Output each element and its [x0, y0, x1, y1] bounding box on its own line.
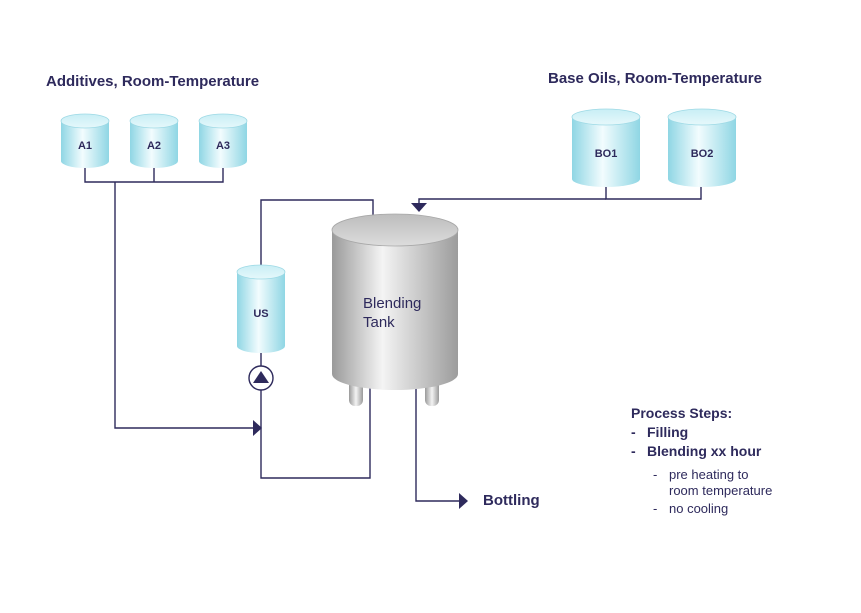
pump-icon: [248, 365, 274, 391]
pump-inlet-arrow: [253, 420, 262, 436]
tank-bo1-label: BO1: [595, 148, 618, 160]
process-step: -Blending xx hour: [631, 443, 762, 459]
bottling-pipe: [415, 388, 460, 502]
tank-bo2-label: BO2: [691, 148, 714, 160]
process-steps-panel: Process Steps: -Filling -Blending xx hou…: [631, 405, 831, 517]
tank-a2-label: A2: [147, 140, 161, 152]
process-substeps-list: -pre heating to room temperature -no coo…: [653, 467, 831, 517]
process-steps-title: Process Steps:: [631, 405, 733, 421]
base-oils-group-title: Base Oils, Room-Temperature: [548, 70, 762, 87]
process-substep: -no cooling: [653, 501, 831, 517]
bottling-arrow: [459, 493, 468, 509]
tank-bo2: BO2: [667, 108, 737, 187]
process-step-text: Filling: [647, 424, 689, 440]
tank-us: US: [236, 264, 286, 353]
process-steps-list: -Filling -Blending xx hour: [631, 423, 831, 461]
tank-us-label: US: [253, 308, 268, 320]
additives-feed-pipe: [114, 182, 254, 429]
tank-a2: A2: [129, 113, 179, 168]
tank-a1-label: A1: [78, 140, 92, 152]
process-substep-text: no cooling: [669, 501, 729, 516]
base-oil-feed-pipe: [418, 198, 606, 205]
process-substep-text: pre heating to room temperature: [669, 467, 773, 498]
additives-manifold-pipe: [84, 168, 224, 183]
additives-group-title: Additives, Room-Temperature: [46, 73, 260, 90]
tank-bo1: BO1: [571, 108, 641, 187]
pump-to-tank-loop: [260, 388, 371, 479]
tank-a3: A3: [198, 113, 248, 168]
blending-tank-label: Blending Tank: [363, 294, 453, 332]
tank-a3-label: A3: [216, 140, 230, 152]
blending-tank-label-line2: Tank: [363, 314, 395, 331]
process-substep: -pre heating to room temperature: [653, 467, 831, 499]
base-oil-manifold-pipe: [605, 186, 702, 200]
process-step-text: Blending xx hour: [647, 443, 762, 459]
piping: [84, 168, 702, 502]
base-oil-inlet-arrow: [411, 203, 427, 212]
tank-a1: A1: [60, 113, 110, 168]
bottling-label: Bottling: [483, 492, 540, 509]
process-step: -Filling: [631, 424, 689, 440]
blending-tank: [331, 213, 459, 406]
blending-tank-label-line1: Blending: [363, 295, 422, 312]
